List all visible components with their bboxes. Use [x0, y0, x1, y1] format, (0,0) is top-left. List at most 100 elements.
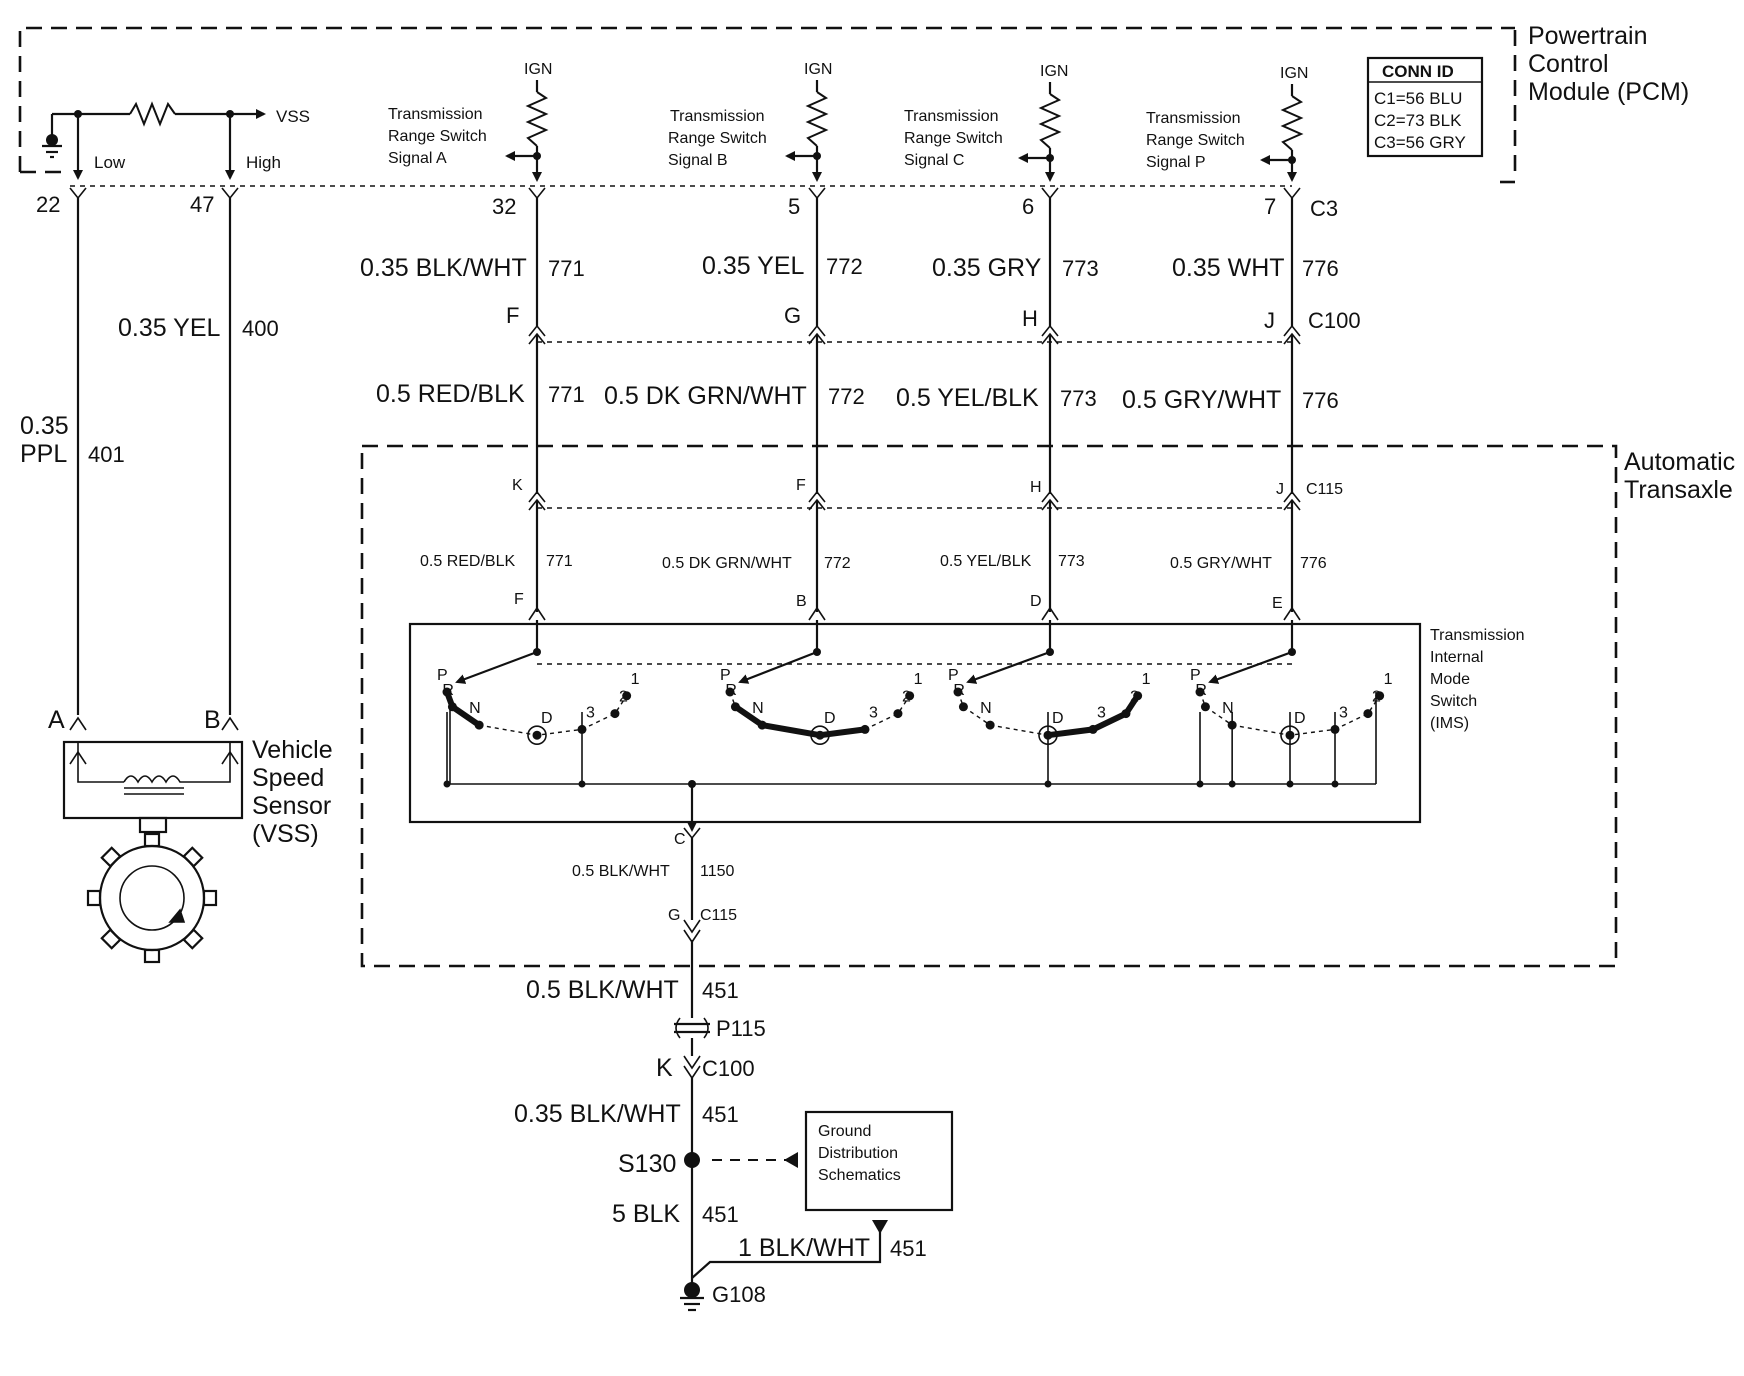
signal-wire-2	[1018, 82, 1062, 656]
gear-dot	[1133, 691, 1143, 701]
s130-label: S130	[618, 1150, 676, 1178]
gear-label: N	[980, 700, 992, 717]
ims-pin-chevron	[1283, 606, 1301, 621]
ign-label: IGN	[524, 61, 552, 78]
svg-text:Module (PCM): Module (PCM)	[1528, 78, 1689, 106]
gear-dot	[725, 687, 735, 697]
gear-label: 1	[1384, 671, 1393, 688]
ims-switch-1: PRND321	[720, 650, 923, 746]
svg-text:E: E	[1272, 595, 1283, 612]
svg-text:400: 400	[242, 316, 279, 341]
svg-text:772: 772	[828, 384, 865, 409]
c115-chevron-1	[528, 490, 546, 503]
gear-label: D	[1294, 710, 1306, 727]
svg-text:0.35 YEL: 0.35 YEL	[118, 314, 221, 342]
ground-path	[674, 786, 954, 1312]
wiper-arm	[738, 650, 818, 684]
pullup-resistor	[805, 91, 829, 147]
svg-text:5 BLK: 5 BLK	[612, 1200, 680, 1228]
gear-dot	[610, 709, 620, 719]
pullup-resistor	[525, 91, 549, 147]
svg-text:J: J	[1264, 308, 1275, 333]
svg-text:D: D	[1030, 593, 1042, 610]
gear-dot	[893, 709, 903, 719]
gear-label: R	[953, 682, 965, 699]
svg-text:451: 451	[890, 1236, 927, 1261]
svg-text:K: K	[656, 1054, 673, 1082]
pcm-pin-47: 47	[190, 192, 214, 217]
rail-ground-dot	[688, 780, 696, 788]
svg-text:6: 6	[1022, 194, 1034, 219]
signal-wire-3	[1260, 84, 1304, 656]
c115-chevron-1	[808, 490, 826, 503]
signal-column-a: IGN Transmission Range Switch Signal A 3…	[360, 61, 585, 608]
svg-text:IGN: IGN	[1040, 63, 1068, 80]
svg-text:451: 451	[702, 978, 739, 1003]
svg-text:Powertrain: Powertrain	[1528, 22, 1648, 50]
svg-text:C: C	[674, 831, 686, 848]
gear-dot-ring	[527, 725, 547, 746]
svg-text:5: 5	[788, 194, 800, 219]
svg-text:Distribution: Distribution	[818, 1145, 898, 1162]
signal-column-c: IGN Transmission Range Switch Signal C 6…	[896, 63, 1099, 610]
svg-text:Range Switch: Range Switch	[904, 130, 1003, 147]
svg-text:Automatic: Automatic	[1624, 448, 1735, 476]
svg-text:776: 776	[1300, 555, 1327, 572]
low-label: Low	[94, 153, 126, 172]
vss-label: VSS	[276, 107, 310, 126]
signal-columns: IGN Transmission Range Switch Signal A 3…	[360, 61, 1361, 612]
svg-text:0.35: 0.35	[20, 412, 69, 440]
pcm-connector	[528, 187, 546, 200]
svg-text:Ground: Ground	[818, 1123, 871, 1140]
ground-labels: C 0.5 BLK/WHT 1150 G C115 0.5 BLK/WHT 45…	[514, 831, 927, 1307]
svg-text:776: 776	[1302, 388, 1339, 413]
vss-tooth	[86, 889, 102, 907]
vss-tooth	[100, 928, 122, 950]
ims-pin-chevron	[1041, 606, 1059, 621]
gear-dot	[622, 691, 632, 701]
svg-text:H: H	[1030, 479, 1042, 496]
signal-column-b: IGN Transmission Range Switch Signal B 5…	[604, 61, 865, 610]
svg-text:1150: 1150	[700, 863, 735, 880]
gear-label: 1	[914, 671, 923, 688]
gear-label: 3	[1339, 704, 1348, 721]
svg-text:Signal P: Signal P	[1146, 154, 1206, 171]
svg-text:773: 773	[1062, 256, 1099, 281]
svg-text:Transmission: Transmission	[670, 108, 765, 125]
gear-label: P	[948, 667, 959, 684]
vss-tooth	[143, 832, 161, 848]
svg-text:Control: Control	[1528, 50, 1609, 78]
gear-dot	[730, 702, 740, 712]
gear-dot	[985, 720, 995, 730]
svg-text:Speed: Speed	[252, 764, 324, 792]
gear-label: 1	[631, 671, 640, 688]
svg-text:0.5 GRY/WHT: 0.5 GRY/WHT	[1170, 555, 1272, 572]
svg-text:G: G	[668, 907, 680, 924]
svg-text:C100: C100	[702, 1056, 755, 1081]
pcm-pin: 32	[492, 194, 516, 219]
gear-dot	[757, 720, 767, 730]
signal-wire-1	[785, 80, 829, 656]
gear-dot	[905, 691, 915, 701]
svg-text:Signal C: Signal C	[904, 152, 964, 169]
svg-text:C115: C115	[700, 907, 737, 924]
conn-id-box: CONN ID C1=56 BLU C2=73 BLK C3=56 GRY	[1366, 56, 1484, 158]
ims-title: Transmission Internal Mode Switch (IMS)	[1430, 627, 1525, 732]
c115-chevron-1	[1283, 490, 1301, 503]
gear-label: 3	[869, 704, 878, 721]
svg-text:F: F	[506, 303, 519, 328]
svg-text:C1=56 BLU: C1=56 BLU	[1374, 89, 1462, 108]
signal-graphics	[505, 80, 1304, 656]
svg-text:Range Switch: Range Switch	[388, 128, 487, 145]
svg-text:771: 771	[546, 553, 573, 570]
svg-text:PPL: PPL	[20, 440, 67, 468]
svg-text:Transmission: Transmission	[1146, 110, 1241, 127]
vss-tooth-rect	[182, 846, 204, 868]
gear-dot	[532, 730, 542, 740]
svg-text:Transmission: Transmission	[904, 108, 999, 125]
vss-tooth-rect	[100, 928, 122, 950]
gear-label: N	[752, 700, 764, 717]
gear-label: D	[824, 710, 836, 727]
vss-tooth-rect	[86, 889, 102, 907]
